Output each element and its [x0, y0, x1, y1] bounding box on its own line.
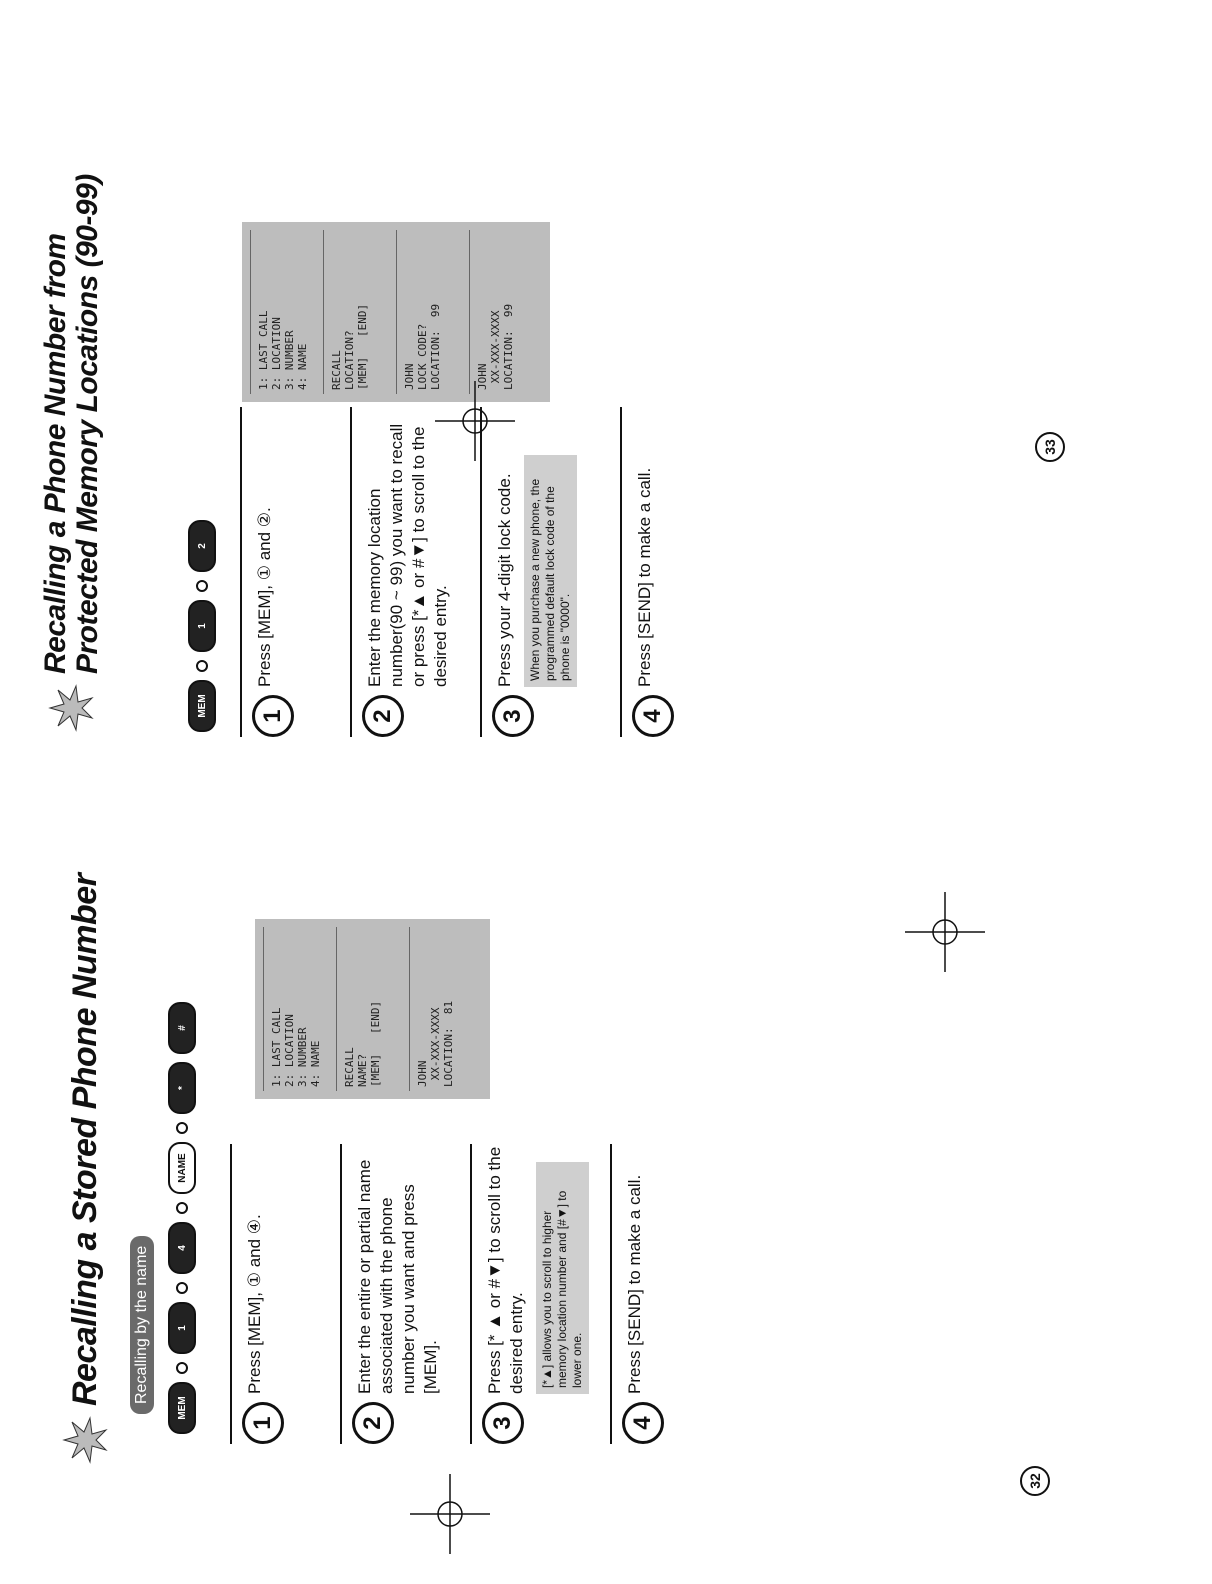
- right-title-line-1: Recalling a Phone Number from: [39, 233, 72, 674]
- step-number: 2: [352, 1402, 394, 1444]
- step-note: When you purchase a new phone, the progr…: [524, 455, 578, 687]
- phone-screen: JOHN XX-XXX-XXXX LOCATION: 99: [469, 230, 542, 394]
- right-key-sequence: MEM 1 2: [188, 520, 216, 732]
- step-text: Press [SEND] to make a call.: [635, 467, 654, 687]
- subheading: Recalling by the name: [130, 1235, 154, 1414]
- sequence-arrow-icon: [196, 660, 208, 672]
- star-key: *: [168, 1062, 196, 1114]
- step-number: 4: [632, 695, 674, 737]
- right-step-4: 4 Press [SEND] to make a call.: [620, 407, 674, 737]
- sequence-arrow-icon: [176, 1122, 188, 1134]
- sequence-arrow-icon: [196, 580, 208, 592]
- star-burst-icon: [47, 684, 94, 732]
- left-title: Recalling a Stored Phone Number: [66, 873, 105, 1406]
- left-step-1: 1 Press [MEM], ① and ④.: [230, 1144, 284, 1444]
- step-text: Press [* ▲ or #▼] to scroll to the desir…: [485, 1146, 527, 1394]
- step-number: 3: [482, 1402, 524, 1444]
- step-note: [*▲] allows you to scroll to higher memo…: [536, 1162, 590, 1394]
- mem-key: MEM: [168, 1382, 196, 1434]
- key-2: 2: [188, 520, 216, 572]
- left-step-4: 4 Press [SEND] to make a call.: [610, 1144, 664, 1444]
- left-page: Recalling a Stored Phone Number Recallin…: [0, 792, 1212, 1584]
- sequence-arrow-icon: [176, 1282, 188, 1294]
- step-number: 3: [492, 695, 534, 737]
- step-number: 1: [252, 695, 294, 737]
- mem-key: MEM: [188, 680, 216, 732]
- left-step-2: 2 Enter the entire or partial name assoc…: [340, 1144, 443, 1444]
- page-number: 33: [1035, 432, 1065, 462]
- phone-screen: JOHN XX-XXX-XXXX LOCATION: 81: [409, 927, 482, 1091]
- star-burst-icon: [62, 1416, 108, 1464]
- step-number: 2: [362, 695, 404, 737]
- sequence-arrow-icon: [176, 1202, 188, 1214]
- step-text: Press [SEND] to make a call.: [625, 1174, 644, 1394]
- right-page: Recalling a Phone Number from Protected …: [39, 174, 1065, 972]
- step-text: Press [MEM], ① and ②.: [255, 507, 274, 687]
- pound-key: #: [168, 1002, 196, 1054]
- page-number: 32: [1020, 1466, 1050, 1496]
- step-number: 1: [242, 1402, 284, 1444]
- registration-mark-icon: [410, 1474, 490, 1554]
- right-title-line-2: Protected Memory Locations (90-99): [70, 174, 104, 674]
- key-1: 1: [168, 1302, 196, 1354]
- step-text: Enter the entire or partial name associa…: [355, 1159, 441, 1394]
- left-title-row: Recalling a Stored Phone Number: [62, 874, 110, 1464]
- registration-mark-icon: [905, 892, 985, 972]
- step-number: 4: [622, 1402, 664, 1444]
- step-text: Press [MEM], ① and ④.: [245, 1214, 264, 1394]
- name-key: NAME: [168, 1142, 196, 1194]
- key-1: 1: [188, 600, 216, 652]
- right-step-1: 1 Press [MEM], ① and ②.: [240, 407, 294, 737]
- left-key-sequence: MEM 1 4 NAME * #: [168, 1002, 196, 1434]
- left-step-3: 3 Press [* ▲ or #▼] to scroll to the des…: [470, 1144, 590, 1444]
- sequence-arrow-icon: [176, 1362, 188, 1374]
- registration-mark-icon: [435, 381, 515, 461]
- key-4: 4: [168, 1222, 196, 1274]
- right-title-row: Recalling a Phone Number from Protected …: [39, 174, 104, 732]
